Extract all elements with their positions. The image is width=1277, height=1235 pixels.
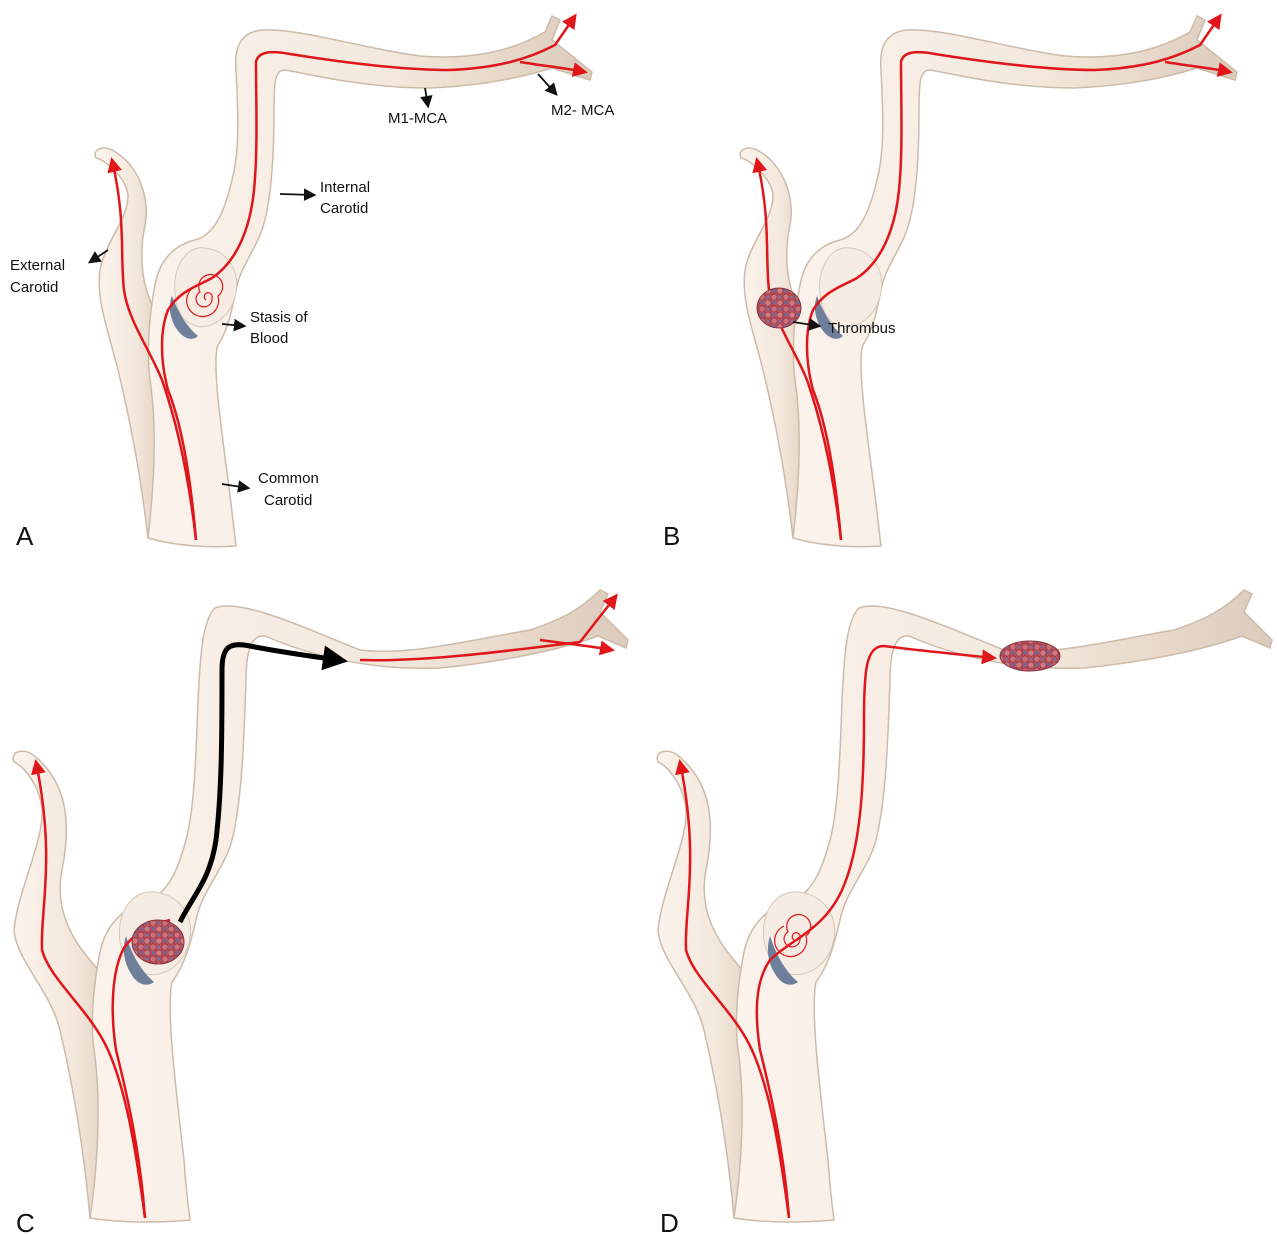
external-carotid-label-2: Carotid xyxy=(10,279,58,296)
panel-b-letter: B xyxy=(663,521,680,551)
internal-carotid-arrow xyxy=(280,194,314,195)
panel-a-letter: A xyxy=(16,521,34,551)
internal-carotid-label-2: Carotid xyxy=(320,200,368,217)
external-carotid-label-1: External xyxy=(10,257,65,274)
panel-d: D xyxy=(657,590,1272,1235)
panel-c: C xyxy=(13,590,628,1235)
panel-a-vessel xyxy=(95,16,592,547)
thrombus xyxy=(132,920,184,964)
panel-c-letter: C xyxy=(16,1208,35,1235)
m2-mca-label: M2- MCA xyxy=(551,102,614,119)
m1-arrow xyxy=(425,88,428,106)
panel-b: Thrombus B xyxy=(663,16,1237,551)
m2-arrow xyxy=(538,74,556,94)
panel-a-annotations: M1-MCA M2- MCA Internal Carotid External… xyxy=(10,74,614,551)
stasis-label-2: Blood xyxy=(250,330,288,347)
internal-carotid-label-1: Internal xyxy=(320,179,370,196)
thrombus-label: Thrombus xyxy=(828,320,896,337)
common-carotid-label-1: Common xyxy=(258,470,319,487)
stasis-label-1: Stasis of xyxy=(250,309,308,326)
panel-d-letter: D xyxy=(660,1208,679,1235)
thrombus xyxy=(1000,641,1060,671)
m1-mca-label: M1-MCA xyxy=(388,110,447,127)
common-carotid-label-2: Carotid xyxy=(264,492,312,509)
